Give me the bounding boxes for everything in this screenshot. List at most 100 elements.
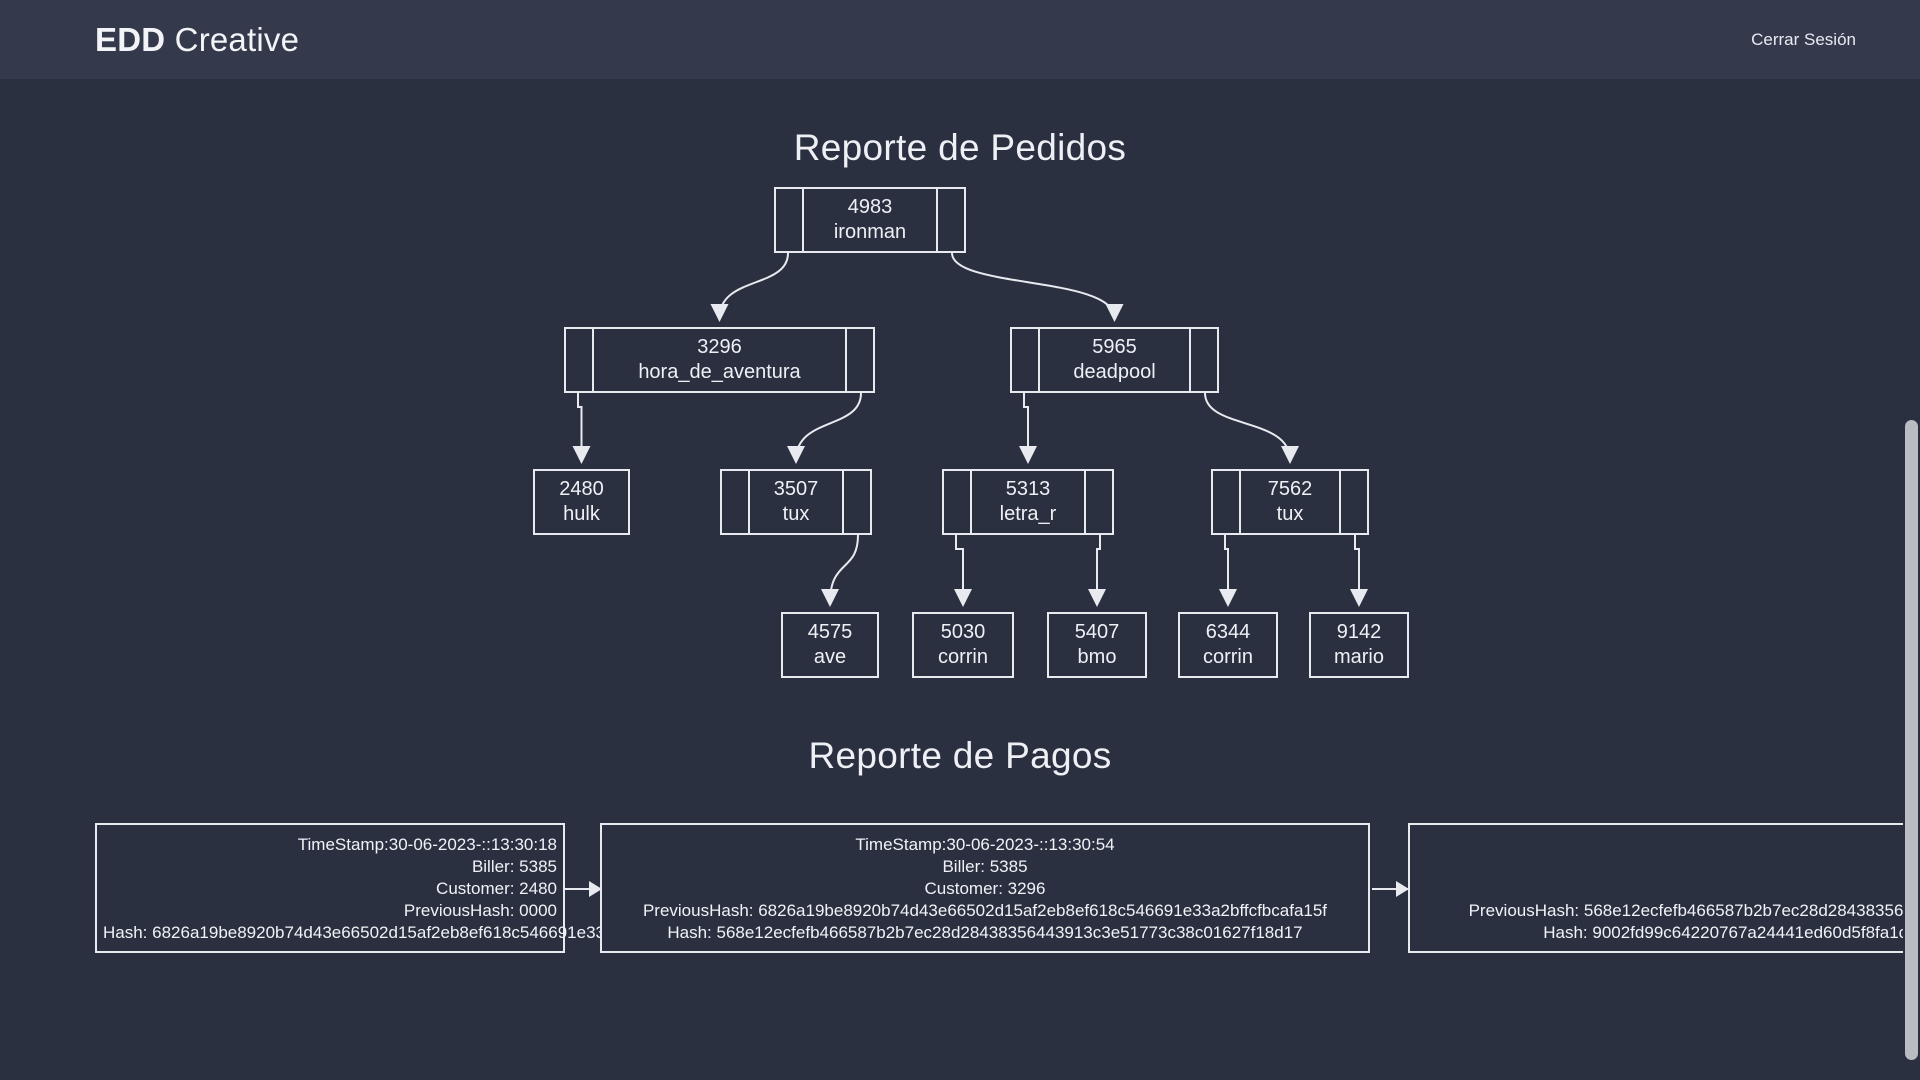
- app-header: EDD Creative Cerrar Sesión: [0, 0, 1920, 79]
- node-id: 4575: [807, 621, 853, 643]
- node-name: corrin: [1202, 646, 1253, 668]
- orders-report-title: Reporte de Pedidos: [793, 127, 1127, 168]
- node-id: 6344: [1205, 621, 1251, 643]
- page-scrollbar-thumb[interactable]: [1905, 420, 1918, 1060]
- content-area: Reporte de Pedidos 4983 ironman 3296 hora_d…: [0, 79, 1920, 1080]
- blockchain-link-arrow: [1372, 881, 1409, 897]
- logout-link[interactable]: Cerrar Sesión: [1751, 29, 1856, 49]
- block-customer: Customer: 2480: [436, 879, 557, 898]
- node-right-pointer-cell: [936, 189, 964, 251]
- node-id: 9142: [1336, 621, 1382, 643]
- tree-node: 6344 corrin: [1178, 612, 1278, 678]
- tree-edge: [951, 252, 1124, 322]
- block-hash: Hash: 6826a19be8920b74d43e66502d15af2eb8…: [103, 923, 721, 942]
- node-content: 4575 ave: [783, 614, 877, 676]
- node-right-pointer-cell: [1339, 471, 1367, 533]
- node-id: 5407: [1074, 621, 1120, 643]
- node-id: 5313: [1005, 478, 1051, 500]
- node-name: hora_de_aventura: [638, 361, 801, 383]
- node-left-pointer-cell: [776, 189, 804, 251]
- tree-edge: [572, 393, 591, 464]
- tree-node: 3296 hora_de_aventura: [564, 327, 875, 393]
- node-id: 3507: [773, 478, 819, 500]
- node-id: 5965: [1092, 336, 1137, 358]
- tree-node: 7562 tux: [1211, 469, 1369, 535]
- node-left-pointer-cell: [1012, 329, 1040, 391]
- tree-edge: [821, 534, 859, 607]
- node-content: 5313 letra_r: [972, 471, 1084, 533]
- tree-edge: [787, 392, 862, 464]
- brand-logo: EDD Creative: [95, 21, 299, 59]
- node-content: 5030 corrin: [914, 614, 1012, 676]
- tree-node: 3507 tux: [720, 469, 872, 535]
- tree-node: 9142 mario: [1309, 612, 1409, 678]
- tree-edge: [1350, 535, 1368, 607]
- node-id: 5030: [940, 621, 986, 643]
- node-content: 9142 mario: [1311, 614, 1407, 676]
- block-timestamp: TimeStamp:30-06-2023-::13:30:18: [297, 835, 557, 854]
- node-left-pointer-cell: [566, 329, 594, 391]
- node-content: 4983 ironman: [804, 189, 936, 251]
- blockchain-block: TimeStamp:30-06-2023-::13:31:09Biller: 5…: [1408, 823, 1920, 953]
- node-content: 7562 tux: [1241, 471, 1339, 533]
- block-previous-hash: PreviousHash: 568e12ecfefb466587b2b7ec28…: [1468, 901, 1920, 920]
- node-left-pointer-cell: [944, 471, 972, 533]
- node-left-pointer-cell: [722, 471, 750, 533]
- blockchain-link-arrow: [565, 881, 602, 897]
- block-hash: Hash: 9002fd99c64220767a24441ed60d5f8fa1…: [1543, 923, 1920, 942]
- block-customer: Customer: 3296: [924, 879, 1046, 898]
- node-content: 3296 hora_de_aventura: [594, 329, 845, 391]
- node-left-pointer-cell: [1213, 471, 1241, 533]
- node-content: 2480 hulk: [535, 471, 628, 533]
- tree-edge: [954, 535, 972, 607]
- node-right-pointer-cell: [1084, 471, 1112, 533]
- block-biller: Biller: 5385: [942, 857, 1028, 876]
- tree-node: 5407 bmo: [1047, 612, 1147, 678]
- tree-node: 5030 corrin: [912, 612, 1014, 678]
- node-id: 2480: [559, 478, 604, 500]
- payments-report-title: Reporte de Pagos: [808, 735, 1112, 776]
- block-timestamp: TimeStamp:30-06-2023-::13:31:09: [1416, 834, 1920, 856]
- node-content: 3507 tux: [750, 471, 842, 533]
- node-id: 4983: [847, 196, 893, 218]
- node-id: 3296: [697, 336, 742, 358]
- block-timestamp: TimeStamp:30-06-2023-::13:30:54: [855, 835, 1115, 854]
- brand-name-strong: EDD: [95, 20, 166, 58]
- node-right-pointer-cell: [842, 471, 870, 533]
- node-content: 6344 corrin: [1180, 614, 1276, 676]
- node-name: ave: [813, 646, 847, 668]
- tree-edge: [1019, 393, 1037, 464]
- block-biller: Biller: 5385: [471, 857, 557, 876]
- node-name: hulk: [563, 503, 600, 525]
- page-scrollbar[interactable]: [1903, 158, 1920, 1080]
- tree-node: 5313 letra_r: [942, 469, 1114, 535]
- node-right-pointer-cell: [845, 329, 873, 391]
- node-name: mario: [1333, 646, 1384, 668]
- node-content: 5407 bmo: [1049, 614, 1145, 676]
- node-name: tux: [1276, 503, 1304, 525]
- block-previous-hash: PreviousHash: 6826a19be8920b74d43e66502d…: [642, 901, 1328, 920]
- tree-edge: [710, 252, 789, 322]
- node-right-pointer-cell: [1189, 329, 1217, 391]
- node-name: bmo: [1077, 646, 1117, 668]
- tree-edge: [1204, 392, 1299, 464]
- node-name: ironman: [833, 221, 907, 243]
- block-biller: Biller: 5385: [1416, 856, 1920, 878]
- node-name: corrin: [937, 646, 988, 668]
- node-name: letra_r: [999, 503, 1057, 525]
- block-customer: Customer: 3507: [1416, 878, 1920, 900]
- block-hash: Hash: 568e12ecfefb466587b2b7ec28d2843835…: [667, 923, 1303, 942]
- tree-edge: [1088, 535, 1106, 607]
- brand-name-light: Creative: [174, 20, 300, 58]
- tree-node: 4983 ironman: [774, 187, 966, 253]
- node-id: 7562: [1267, 478, 1313, 500]
- tree-node: 4575 ave: [781, 612, 879, 678]
- node-name: tux: [782, 503, 810, 525]
- tree-node: 2480 hulk: [533, 469, 630, 535]
